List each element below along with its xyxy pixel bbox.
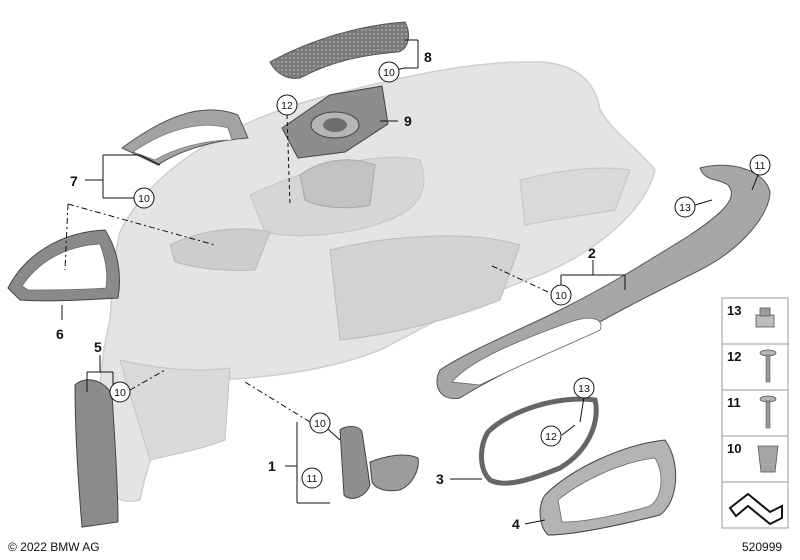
legend-cell-13: 13 [721, 297, 789, 345]
part-1-air-vent [339, 426, 419, 499]
svg-text:10: 10 [383, 67, 395, 79]
part-3-instrument-carrier [479, 396, 599, 486]
circled-callout-12-lower: 12 [540, 425, 562, 447]
leader-lines [61, 39, 759, 525]
circled-callout-10-left: 10 [133, 187, 155, 209]
callout-6: 6 [56, 326, 64, 342]
callout-7: 7 [70, 173, 78, 189]
legend-cell-symbol [721, 481, 789, 529]
callout-8: 8 [424, 49, 432, 65]
circled-callout-11-right: 11 [749, 154, 771, 176]
callout-9: 9 [404, 113, 412, 129]
svg-text:10: 10 [114, 387, 126, 399]
dashboard-body [97, 61, 656, 502]
svg-text:12: 12 [281, 100, 293, 112]
part-5-side-panel [74, 379, 119, 528]
drawing-number: 520999 [742, 540, 783, 554]
circled-callout-12-upper: 12 [276, 94, 298, 116]
callout-5: 5 [94, 339, 102, 355]
screw-icon [759, 395, 777, 429]
callout-1: 1 [268, 458, 276, 474]
clip-icon [757, 445, 779, 473]
clip-nut-icon [755, 307, 775, 328]
callout-3: 3 [436, 471, 444, 487]
part-7-trim-frame [121, 109, 249, 166]
svg-text:12: 12 [727, 349, 741, 364]
part-4-instrument-cover [539, 439, 677, 536]
circled-callout-11-vent: 11 [301, 467, 323, 489]
circled-callout-10-side: 10 [109, 381, 131, 403]
fastener-legend: 13 12 11 10 [721, 297, 789, 529]
circled-callout-10-vent: 10 [309, 412, 331, 434]
copyright-text: © 2022 BMW AG [8, 540, 100, 554]
part-8-speaker-grille [269, 21, 409, 79]
svg-text:11: 11 [755, 160, 766, 172]
part-2-trim-strip [436, 164, 771, 400]
part-6-frame [7, 229, 120, 302]
circled-callout-10-upper: 10 [378, 61, 400, 83]
svg-text:13: 13 [578, 383, 590, 395]
circled-callout-10-right: 10 [550, 284, 572, 306]
svg-text:11: 11 [727, 395, 741, 410]
svg-text:10: 10 [314, 418, 326, 430]
callout-4: 4 [512, 516, 520, 532]
svg-text:11: 11 [307, 473, 318, 485]
svg-text:12: 12 [545, 431, 557, 443]
screw-icon [759, 349, 777, 383]
circled-callout-13-lower: 13 [573, 377, 595, 399]
callout-2: 2 [588, 245, 596, 261]
circled-callout-13-right: 13 [674, 196, 696, 218]
part-9-bracket [281, 85, 389, 159]
legend-cell-12: 12 [721, 343, 789, 391]
svg-text:10: 10 [555, 290, 567, 302]
svg-text:13: 13 [727, 303, 741, 318]
callout-labels: 8 9 7 6 5 2 1 3 4 [56, 49, 596, 532]
svg-text:10: 10 [727, 441, 741, 456]
svg-text:10: 10 [138, 193, 150, 205]
legend-cell-10: 10 [721, 435, 789, 483]
legend-cell-11: 11 [721, 389, 789, 437]
svg-text:13: 13 [679, 202, 691, 214]
bent-arrow-icon [728, 492, 783, 526]
circled-callouts: 10 12 10 10 11 13 10 10 [109, 61, 771, 489]
